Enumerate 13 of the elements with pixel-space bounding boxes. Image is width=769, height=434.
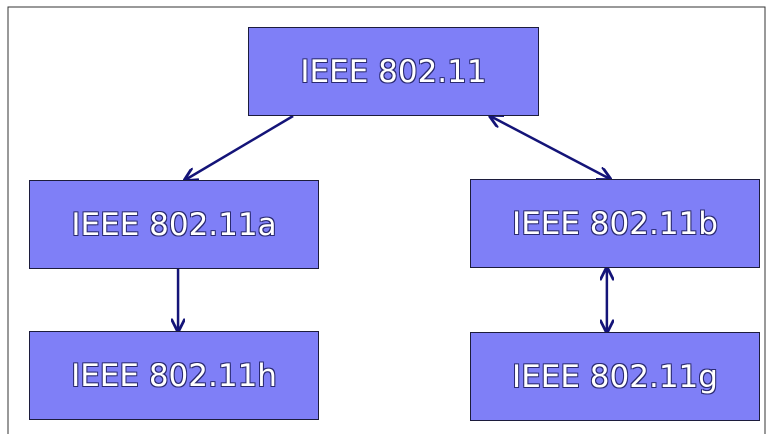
- standard-box: [29, 331, 319, 420]
- arrow: [182, 114, 294, 182]
- standard-box: [248, 27, 539, 116]
- arrow: [487, 114, 613, 182]
- box-label: IEEE 802.11: [300, 54, 487, 90]
- arrow: [170, 269, 186, 334]
- box-label: IEEE 802.11g: [512, 358, 718, 394]
- standard-box: [29, 180, 319, 269]
- standard-box: [470, 179, 760, 268]
- standard-box: [470, 332, 760, 421]
- box-label: IEEE 802.11a: [71, 206, 277, 242]
- box-label: IEEE 802.11h: [71, 358, 277, 394]
- box-label: IEEE 802.11b: [512, 206, 718, 242]
